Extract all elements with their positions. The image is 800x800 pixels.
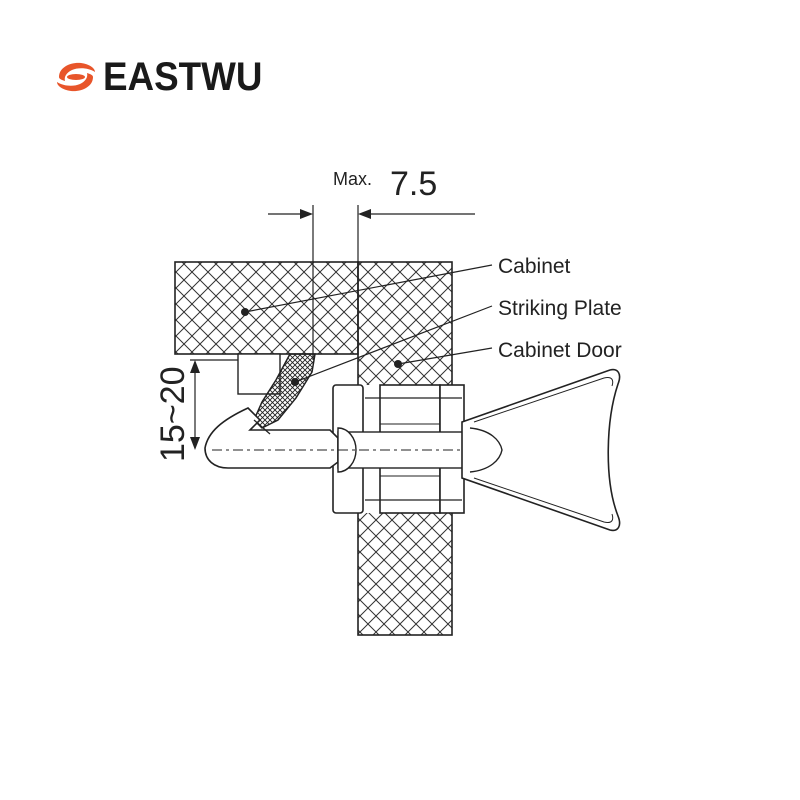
brand-name: EASTWU (103, 54, 263, 99)
striking-plate (237, 353, 316, 429)
cam-arm (204, 407, 339, 469)
latch-shaft (212, 427, 472, 473)
max-value-label: 7.5 (390, 165, 437, 203)
cabinet-label: Cabinet (498, 255, 571, 278)
eastwu-swoosh-logo-icon (57, 62, 95, 92)
cabinet-door-label: Cabinet Door (498, 339, 622, 362)
brand-logo: EASTWU (55, 52, 276, 102)
max-prefix-label: Max. (333, 169, 372, 189)
leader-lines (241, 264, 493, 386)
striking-plate-label: Striking Plate (498, 297, 622, 320)
range-label: 15~20 (154, 367, 192, 463)
max-dimension: Max. 7.5 (268, 165, 475, 360)
wing-handle (461, 368, 621, 532)
range-dimension: 15~20 (154, 359, 238, 463)
